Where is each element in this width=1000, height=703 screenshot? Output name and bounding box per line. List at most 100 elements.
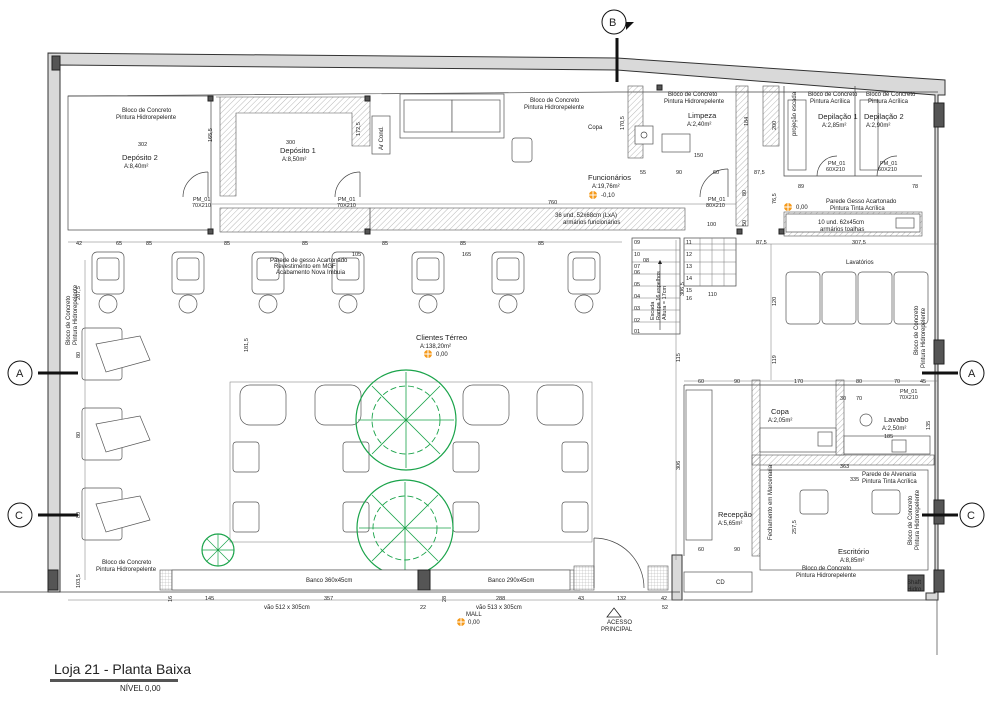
center-lounge xyxy=(229,381,593,543)
note-vao1: vão 512 x 305cm xyxy=(264,605,310,611)
note-armarios-func-2: armários funcionários xyxy=(563,220,620,226)
stair-step: 14 xyxy=(686,276,692,282)
stair-step: 01 xyxy=(634,329,640,335)
room-area-recepcao: A:5,65m² xyxy=(718,521,742,527)
stair-step: 16 xyxy=(686,296,692,302)
section-a-right-label: A xyxy=(968,368,976,380)
dim-78: 78 xyxy=(912,184,918,190)
dim-22: 22 xyxy=(420,605,426,611)
note-gesso-tinta-2: Pintura Tinta Acrílica xyxy=(830,206,885,212)
note-bloco-left-1: Bloco de Concreto xyxy=(66,295,72,345)
note-bloco-dep2-1: Bloco de Concreto xyxy=(122,108,172,114)
room-labels: Depósito 2 A:8,40m² Depósito 1 A:8,50m² … xyxy=(122,111,909,564)
door-tag-dep2: PM_01 xyxy=(193,197,210,203)
door-size-dep1: 70X210 xyxy=(337,203,356,209)
annotations: Bloco de Concreto Pintura Hidrorepelente… xyxy=(66,91,927,633)
dim-120: 120 xyxy=(772,297,778,306)
room-area-escritorio: A:8,85m² xyxy=(840,558,864,564)
dim-119: 119 xyxy=(772,355,778,364)
dim-207-5: 207,5 xyxy=(76,286,82,300)
left-seating xyxy=(81,327,151,541)
section-a-left-label: A xyxy=(16,368,24,380)
door-tag-dep1: PM_01 xyxy=(338,197,355,203)
dim-115: 115 xyxy=(676,353,682,362)
stair-step: 05 xyxy=(634,282,640,288)
dim-132: 132 xyxy=(617,596,626,602)
note-mall: MALL xyxy=(466,612,482,618)
dim-89: 89 xyxy=(798,184,804,190)
room-name-deposito2: Depósito 2 xyxy=(122,153,158,162)
stairs-note-3: Altura = 17cm xyxy=(662,285,668,320)
room-name-recepcao: Recepção xyxy=(718,510,752,519)
note-gesso-mgf-2: Revestimento em MGF xyxy=(274,264,336,270)
dim-185: 185 xyxy=(884,434,893,440)
note-acesso-1: ACESSO xyxy=(607,620,632,626)
dim-60-top: 60 xyxy=(713,170,719,176)
dim-288: 288 xyxy=(496,596,505,602)
stair-step: 06 xyxy=(634,270,640,276)
dim-150: 150 xyxy=(694,153,703,159)
room-area-deposito2: A:8,40m² xyxy=(124,164,148,170)
dim-85-f: 85 xyxy=(538,241,544,247)
note-bloco-copa-2: Pintura Hidrorepelente xyxy=(524,105,585,111)
dim-50-top: 50 xyxy=(742,220,748,226)
note-alvenaria-2: Pintura Tinta Acrílica xyxy=(862,479,917,485)
note-gesso-mgf-1: Parede de gesso Acartonado xyxy=(270,258,348,264)
stair-step: 11 xyxy=(686,240,692,246)
wash-chairs xyxy=(91,251,601,314)
room-name-copa: Copa xyxy=(771,407,790,416)
door-tag-func: PM_01 xyxy=(708,197,725,203)
dim-42-low: 42 xyxy=(661,596,667,602)
note-fechamento: Fechamento em Marcenaria xyxy=(768,464,774,540)
room-name-deposito1: Depósito 1 xyxy=(280,146,316,155)
stair-step: 07 xyxy=(634,264,640,270)
section-b-label: B xyxy=(609,17,616,29)
stairs xyxy=(631,237,737,335)
wash-chair xyxy=(331,251,365,314)
dim-80-top: 80 xyxy=(742,190,748,196)
note-bloco-dep2-2: Pintura Hidrorepelente xyxy=(116,115,177,121)
dim-135: 135 xyxy=(926,421,932,430)
dim-363: 363 xyxy=(840,464,849,470)
dim-16: 16 xyxy=(168,596,174,602)
note-acesso-2: PRINCIPAL xyxy=(601,627,633,633)
dim-60-low: 60 xyxy=(698,547,704,553)
dim-70-mid: 70 xyxy=(894,379,900,385)
dim-307-5: 307,5 xyxy=(852,240,866,246)
note-armarios-func-1: 36 und. 52x68cm (LxA) xyxy=(555,213,617,219)
door-tag-dep1b: PM_01 xyxy=(828,161,845,167)
dim-172-5: 172,5 xyxy=(356,122,362,136)
note-bloco-escr-side-1: Bloco de Concreto xyxy=(908,495,914,545)
level-label: NÍVEL 0,00 xyxy=(120,684,161,693)
dim-85-c: 85 xyxy=(302,241,308,247)
note-banco2: Banco 290x45cm xyxy=(488,578,534,584)
note-bloco-front-2: Pintura Hidrorepelente xyxy=(96,567,157,573)
room-name-escritorio: Escritório xyxy=(838,547,869,556)
note-alvenaria-1: Parede de Alvenaria xyxy=(862,472,917,478)
room-area-lavabo: A:2,50m² xyxy=(882,426,906,432)
note-bloco-dep2b-2: Pintura Acrílica xyxy=(868,99,909,105)
stair-step: 03 xyxy=(634,306,640,312)
dim-90-top: 90 xyxy=(676,170,682,176)
stair-step: 10 xyxy=(634,252,640,258)
dim-306: 306 xyxy=(676,461,682,470)
stair-step: 02 xyxy=(634,318,640,324)
room-area-clientes: A:138,20m² xyxy=(420,344,451,350)
room-area-copa: A:2,05m² xyxy=(768,418,792,424)
note-banco1: Banco 360x45cm xyxy=(306,578,352,584)
dim-170-5: 170,5 xyxy=(620,116,626,130)
dim-200: 200 xyxy=(772,121,778,130)
section-marks: B A A C C xyxy=(7,9,985,528)
room-area-funcionarios: A:19,76m² xyxy=(592,184,620,190)
dim-43: 43 xyxy=(578,596,584,602)
door-size-dep2: 70X210 xyxy=(192,203,211,209)
dim-80-left-a: 80 xyxy=(76,352,82,358)
dim-335: 335 xyxy=(850,477,859,483)
note-bloco-escritorio-1: Bloco de Concreto xyxy=(802,566,852,572)
door-tag-dep2b: PM_01 xyxy=(880,161,897,167)
back-rooms xyxy=(67,84,938,237)
wash-chair xyxy=(567,251,601,314)
note-bloco-right-1: Bloco de Concreto xyxy=(914,305,920,355)
dim-85-d: 85 xyxy=(382,241,388,247)
dim-85-a: 85 xyxy=(146,241,152,247)
